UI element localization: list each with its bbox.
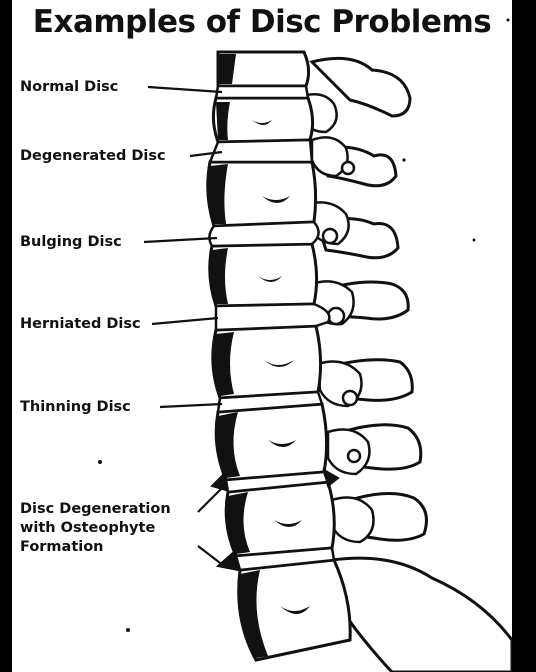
pointer-osteophyte-2	[198, 546, 224, 566]
label-herniated-disc: Herniated Disc	[20, 315, 141, 334]
disc-herniated	[216, 304, 329, 330]
label-thinning-disc: Thinning Disc	[20, 398, 131, 417]
spine-illustration	[12, 0, 512, 672]
pointer-osteophyte	[198, 486, 224, 512]
right-frame	[512, 0, 536, 672]
disc-degenerated	[210, 140, 312, 162]
pointer-herniated-disc	[152, 318, 218, 324]
label-bulging-disc: Bulging Disc	[20, 233, 122, 252]
sacrum	[332, 558, 512, 672]
disc-bulging	[209, 222, 318, 246]
pointer-thinning-disc	[160, 404, 222, 407]
label-osteophyte-formation: Disc Degeneration with Osteophyte Format…	[20, 500, 195, 557]
pointer-normal-disc	[148, 87, 222, 92]
label-degenerated-disc: Degenerated Disc	[20, 147, 166, 166]
diagram-title: Examples of Disc Problems	[12, 4, 512, 40]
disc-normal	[216, 86, 308, 98]
left-frame	[0, 0, 12, 672]
pointer-bulging-disc	[144, 238, 217, 242]
diagram-panel: Examples of Disc Problems Normal Disc De…	[12, 0, 512, 672]
label-normal-disc: Normal Disc	[20, 78, 118, 97]
